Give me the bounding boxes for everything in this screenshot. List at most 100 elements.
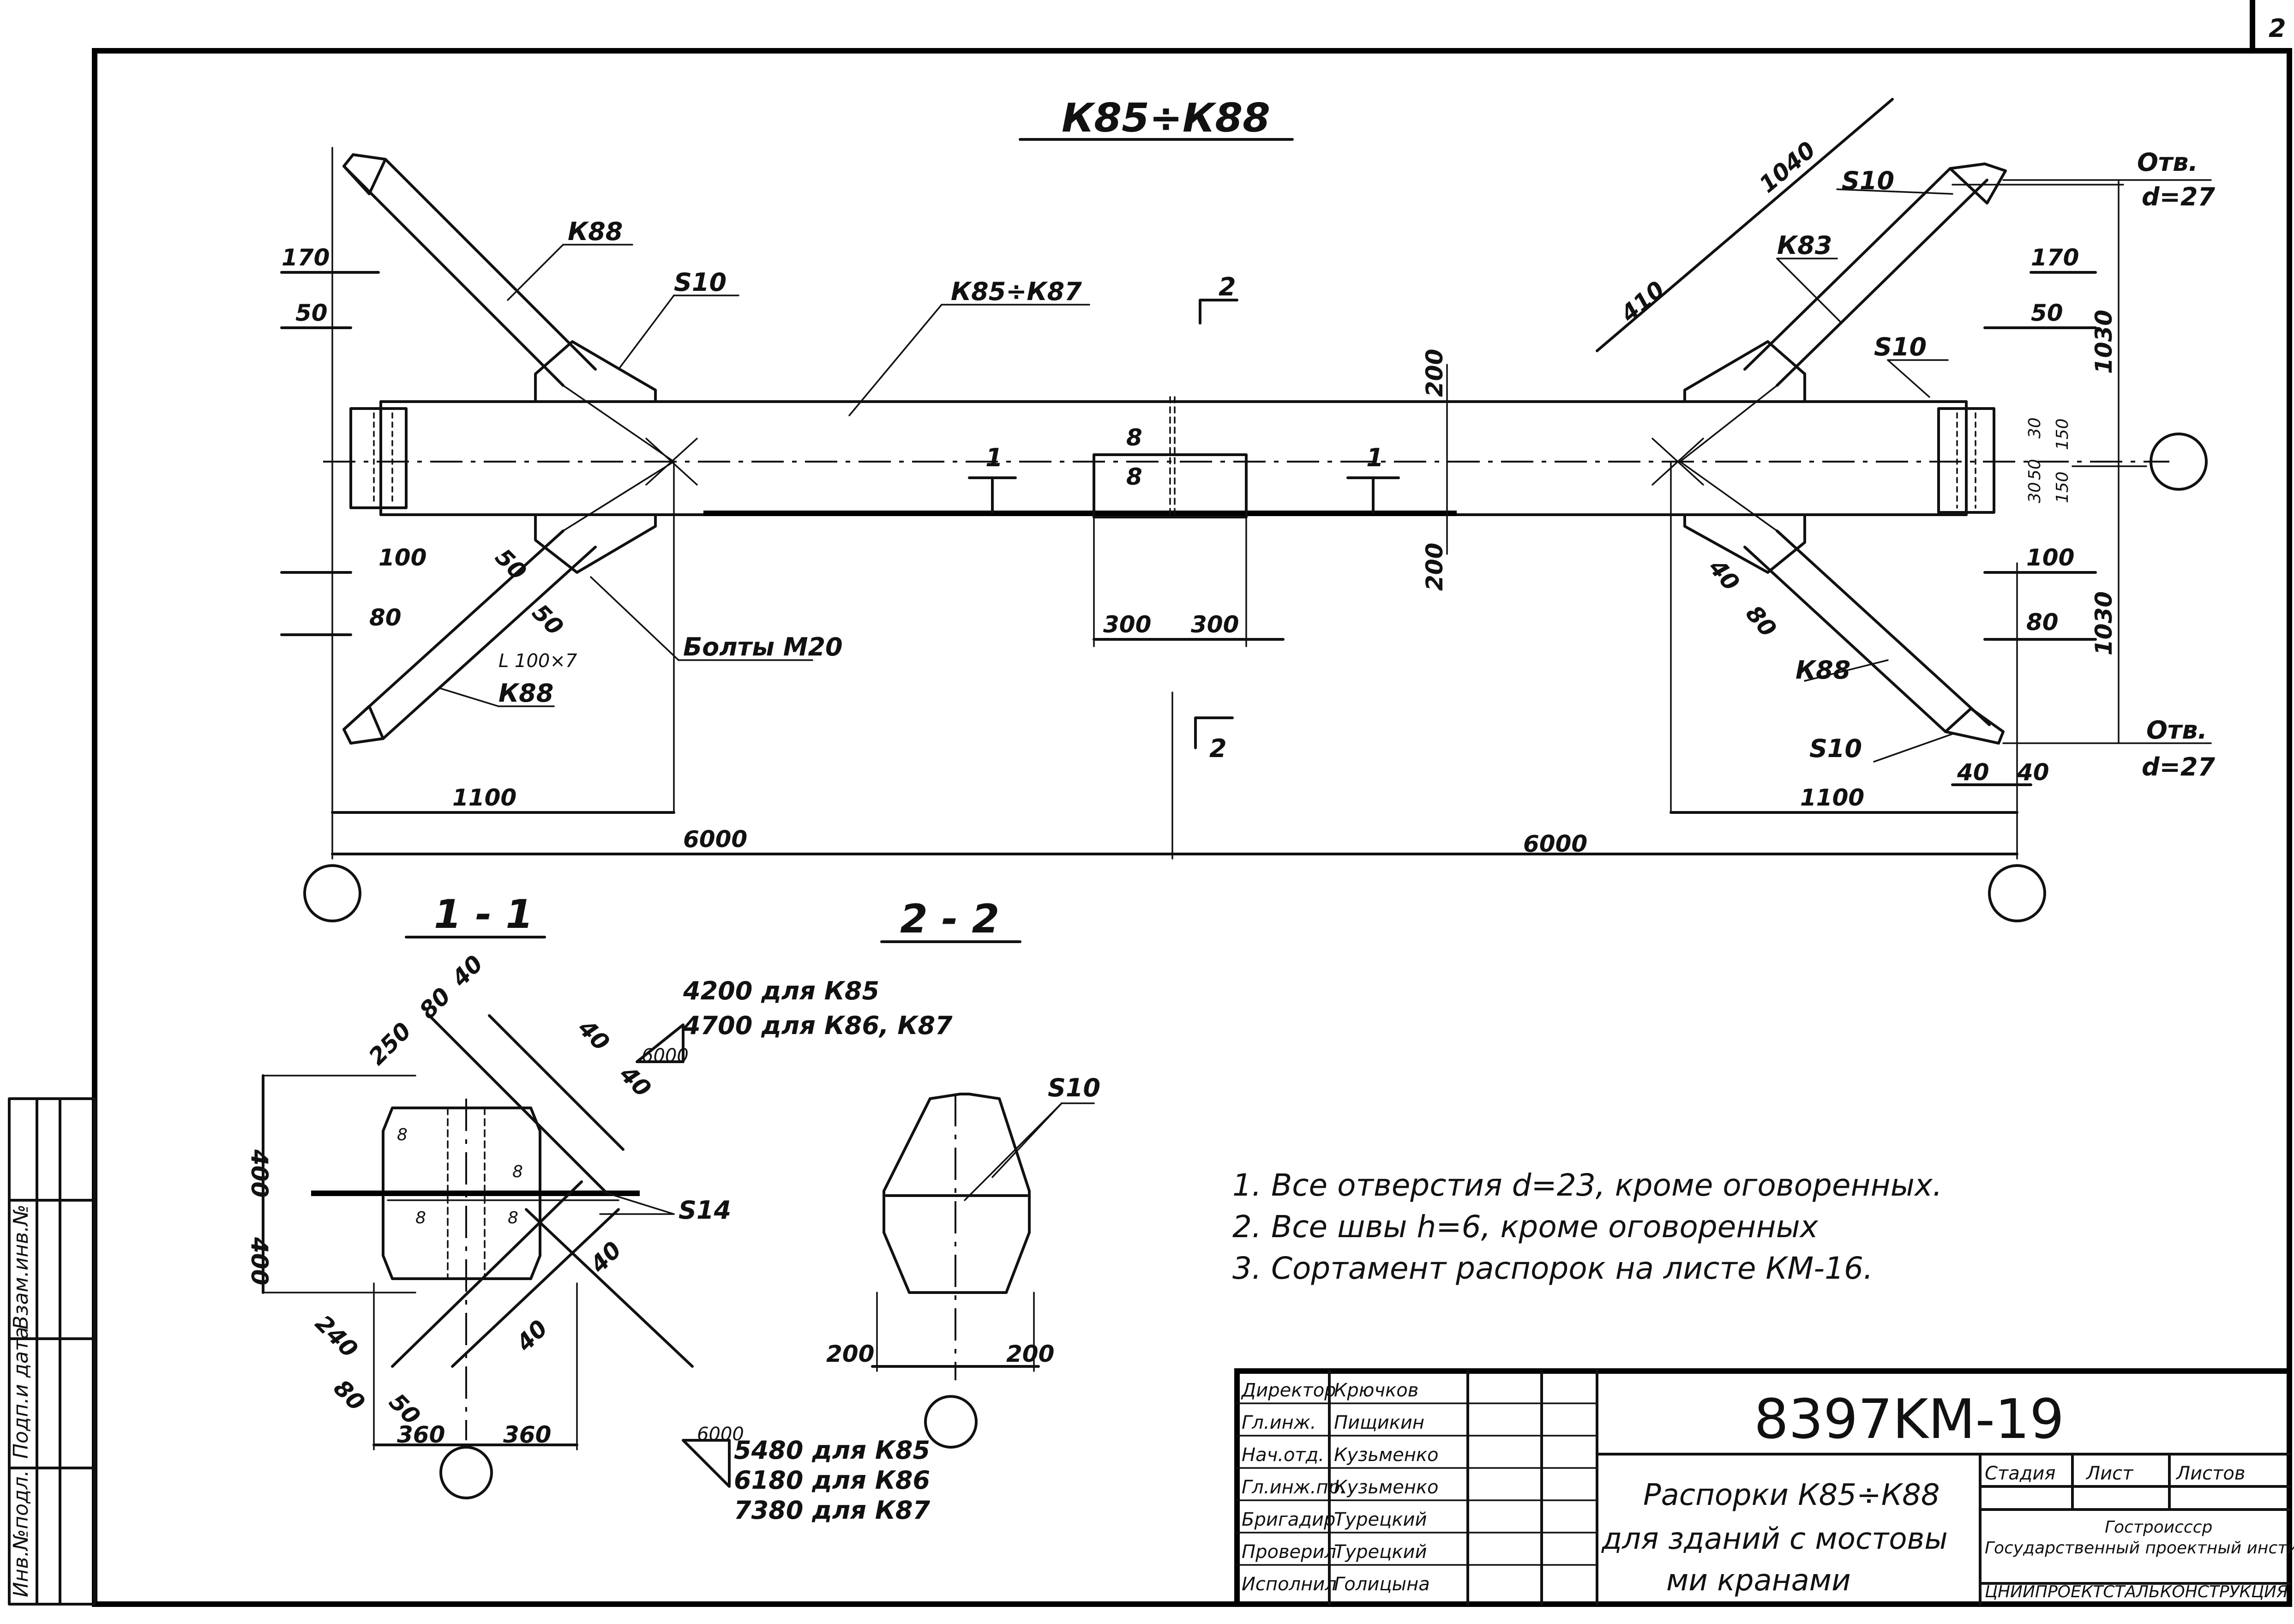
title-block: Директор Крючков Гл.инж. Пищикин Нач.отд… xyxy=(1234,1368,2294,1607)
svg-text:170: 170 xyxy=(2031,244,2079,271)
label-k88-lower-left: К88 xyxy=(498,679,553,708)
svg-text:40: 40 xyxy=(1957,759,1989,786)
svg-text:300: 300 xyxy=(1191,611,1239,638)
svg-text:Гл.инж.пр.: Гл.инж.пр. xyxy=(1242,1477,1346,1498)
axis-bubble-right-beam xyxy=(2150,433,2208,491)
svg-text:7380 для К87: 7380 для К87 xyxy=(734,1496,930,1525)
svg-text:200: 200 xyxy=(1421,543,1448,591)
title-line-2: для зданий с мостовы xyxy=(1601,1522,1948,1556)
section-cut-2-top xyxy=(1199,299,1238,325)
svg-text:300: 300 xyxy=(1103,611,1151,638)
svg-text:6000: 6000 xyxy=(683,826,747,853)
notes: 1. Все отверстия d=23, кроме оговоренных… xyxy=(1232,1167,1942,1286)
svg-text:100: 100 xyxy=(2026,544,2074,571)
svg-text:Кузьменко: Кузьменко xyxy=(1334,1477,1438,1498)
left-upper-brace xyxy=(342,153,675,463)
title-line-1: Распорки К85÷К88 xyxy=(1643,1478,1940,1512)
svg-text:40: 40 xyxy=(446,950,488,992)
svg-text:80: 80 xyxy=(1741,600,1782,642)
svg-text:50: 50 xyxy=(2031,300,2063,326)
note-2: 2. Все швы h=6, кроме оговоренных xyxy=(1232,1209,1819,1245)
right-lower-brace xyxy=(1679,461,2005,745)
svg-text:1100: 1100 xyxy=(1800,784,1864,811)
document-code: 8397KM-19 xyxy=(1754,1387,2064,1451)
section-mark-2-top: 2 xyxy=(1219,272,1236,301)
section-1-gusset xyxy=(382,1107,541,1280)
section-2-2: 2 - 2 S10 200 200 xyxy=(826,896,1100,1449)
svg-text:80: 80 xyxy=(369,604,402,631)
svg-text:40: 40 xyxy=(573,1014,615,1056)
sheet-number: 2 xyxy=(2269,14,2286,43)
svg-text:Турецкий: Турецкий xyxy=(1334,1509,1427,1530)
svg-text:Директор: Директор xyxy=(1241,1380,1336,1401)
svg-text:6000: 6000 xyxy=(697,1424,744,1445)
label-otm-bottom: Отв. xyxy=(2146,716,2207,745)
label-d-bottom: d=27 xyxy=(2142,752,2215,782)
svg-text:Стадия: Стадия xyxy=(1985,1463,2055,1484)
svg-text:240: 240 xyxy=(310,1310,363,1363)
section-1-axis-bubble xyxy=(439,1446,493,1499)
svg-text:360: 360 xyxy=(503,1421,551,1448)
svg-text:360: 360 xyxy=(397,1421,445,1448)
side-stamp: Инв.№подл. Подп.и дата Взам.инв.№ xyxy=(8,1097,96,1606)
svg-text:40: 40 xyxy=(614,1060,656,1102)
svg-text:100: 100 xyxy=(378,544,426,571)
svg-text:4200 для К85: 4200 для К85 xyxy=(683,976,879,1005)
svg-text:1100: 1100 xyxy=(452,784,516,811)
svg-text:150: 150 xyxy=(2053,471,2072,503)
svg-text:50: 50 xyxy=(295,300,328,326)
svg-text:Гостроиссср: Гостроиссср xyxy=(2105,1518,2212,1537)
label-s10-lower-right: S10 xyxy=(1809,734,1862,763)
svg-text:4700 для К86, К87: 4700 для К86, К87 xyxy=(683,1011,953,1040)
label-s10-upper-right: S10 xyxy=(1842,166,1894,195)
label-k88-lower-right: К88 xyxy=(1796,656,1850,685)
right-top-gusset xyxy=(1683,340,1806,403)
left-lower-brace xyxy=(342,461,675,745)
section-2-axis-bubble xyxy=(924,1395,978,1449)
label-angle: L 100×7 xyxy=(498,650,577,672)
main-view-heading: К85÷К88 xyxy=(1062,95,1270,141)
svg-text:30: 30 xyxy=(2025,482,2044,503)
svg-text:Нач.отд.: Нач.отд. xyxy=(1242,1444,1324,1466)
cut-mark-1-right: 1 xyxy=(1366,443,1384,472)
svg-text:50: 50 xyxy=(527,599,569,640)
stamp-sign-date: Подп.и дата xyxy=(9,1327,33,1459)
svg-text:200: 200 xyxy=(826,1341,874,1367)
title-line-3: ми кранами xyxy=(1666,1564,1851,1598)
left-bottom-gusset xyxy=(534,513,657,574)
main-view: К85÷К88 8 8 xyxy=(280,95,2215,922)
svg-text:80: 80 xyxy=(2026,609,2059,636)
svg-text:200: 200 xyxy=(1006,1341,1054,1367)
section-cut-2-bottom xyxy=(1194,716,1234,749)
svg-text:6000: 6000 xyxy=(1523,830,1587,857)
svg-text:Гл.инж.: Гл.инж. xyxy=(1242,1412,1316,1433)
note-3: 3. Сортамент распорок на листе КМ-16. xyxy=(1232,1251,1873,1286)
svg-text:Крючков: Крючков xyxy=(1334,1380,1418,1401)
svg-text:8: 8 xyxy=(508,1209,518,1227)
right-end-plate xyxy=(1937,407,1995,514)
svg-text:8: 8 xyxy=(1126,424,1142,451)
label-k88-upper-right: К83 xyxy=(1777,231,1832,260)
svg-text:1030: 1030 xyxy=(2090,310,2117,374)
svg-text:200: 200 xyxy=(1421,349,1448,397)
note-1: 1. Все отверстия d=23, кроме оговоренных… xyxy=(1232,1167,1942,1203)
svg-text:30: 30 xyxy=(2025,417,2044,439)
svg-text:5480 для К85: 5480 для К85 xyxy=(734,1436,930,1465)
svg-text:40: 40 xyxy=(1703,554,1745,596)
label-k88-upper-left: К88 xyxy=(568,217,623,246)
svg-text:Лист: Лист xyxy=(2085,1463,2134,1484)
svg-text:Проверил: Проверил xyxy=(1242,1541,1336,1563)
bottom-lengths: 6000 5480 для К85 6180 для К86 7380 для … xyxy=(697,1424,930,1525)
axis-bubble-left xyxy=(303,864,361,922)
splice-plate xyxy=(1093,453,1248,518)
axis-bubble-right xyxy=(1988,864,2046,922)
svg-text:8: 8 xyxy=(1126,463,1142,490)
svg-text:Бригадир: Бригадир xyxy=(1242,1509,1335,1530)
label-k85-k87: К85÷К87 xyxy=(951,277,1082,306)
svg-text:80: 80 xyxy=(329,1374,370,1416)
svg-text:6180 для К86: 6180 для К86 xyxy=(734,1466,930,1495)
svg-text:400: 400 xyxy=(246,1237,273,1285)
cut-mark-1-left: 1 xyxy=(985,443,1003,472)
section-mark-2-bottom: 2 xyxy=(1209,734,1227,763)
